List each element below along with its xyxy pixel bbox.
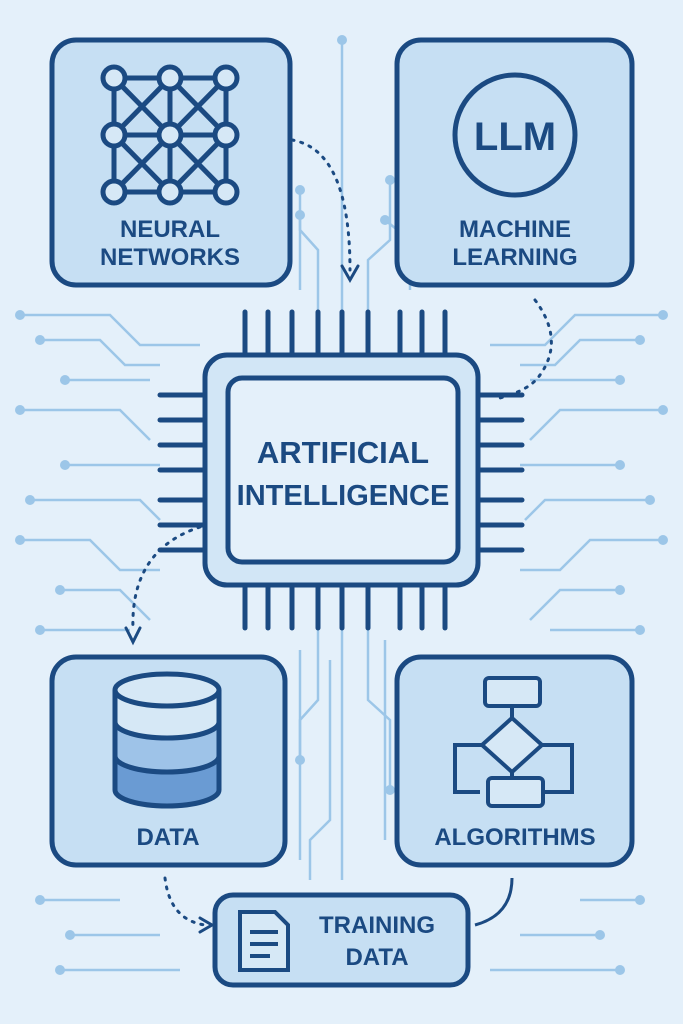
chip-pins [157,309,525,631]
circuit-trace [40,338,160,367]
llm-badge-icon [452,72,578,198]
arrow-ai-to-data [131,525,202,632]
circuit-trace [529,588,620,621]
circuit-node-dot [35,625,45,635]
circuit-node-dot [385,785,395,795]
circuit-node-dot [25,495,35,505]
circuit-trace [298,190,320,310]
circuit-trace [366,630,392,790]
circuit-traces [15,35,668,975]
training-data-node[interactable]: TRAINING DATA [212,892,471,988]
circuit-node-dot [35,895,45,905]
circuit-node-dot [658,310,668,320]
neural-network-icon [100,64,240,206]
ai-label-line2: INTELLIGENCE [237,480,450,512]
arrowhead-icon [340,264,360,284]
circuit-trace [20,408,151,441]
circuit-trace [308,660,332,880]
circuit-node-dot [35,335,45,345]
machine-learning-node[interactable]: LLM MACHINE LEARNING [394,37,635,288]
circuit-node-dot [65,930,75,940]
database-icon [112,671,222,809]
circuit-trace [490,313,663,347]
llm-badge-text: LLM [474,115,556,159]
neural-label-line1: NEURAL [120,216,220,243]
ai-label-line1: ARTIFICIAL [257,435,429,470]
circuit-node-dot [295,185,305,195]
circuit-node-dot [615,375,625,385]
circuit-node-dot [645,495,655,505]
circuit-node-dot [55,965,65,975]
ai-chip-node[interactable]: ARTIFICIAL INTELLIGENCE [157,309,525,631]
circuit-node-dot [635,895,645,905]
circuit-trace [298,630,320,760]
arrow-algorithms-to-training [474,877,514,927]
circuit-trace [366,180,392,310]
document-icon [238,910,290,972]
circuit-trace [524,498,650,521]
circuit-node-dot [15,310,25,320]
circuit-trace [60,588,151,621]
arrowhead-icon [198,916,215,934]
circuit-trace [529,408,663,441]
circuit-trace [20,313,200,347]
training-label-line1: TRAINING [319,912,435,939]
circuit-node-dot [60,460,70,470]
arrow-ml-to-ai [498,298,553,400]
arrow-neural-to-ai [290,138,352,272]
algorithms-label: ALGORITHMS [434,824,595,851]
circuit-node-dot [615,965,625,975]
circuit-node-dot [615,585,625,595]
flowchart-icon [453,676,574,808]
circuit-node-dot [55,585,65,595]
ml-label-line1: MACHINE [459,216,571,243]
circuit-node-dot [60,375,70,385]
circuit-node-dot [658,405,668,415]
circuit-trace [20,538,160,572]
circuit-trace [520,538,663,572]
ml-label-line2: LEARNING [452,244,577,271]
circuit-node-dot [658,535,668,545]
arrowhead-icon [124,626,142,646]
arrow-data-to-training [163,876,207,927]
circuit-node-dot [595,930,605,940]
neural-networks-node[interactable]: NEURAL NETWORKS [49,37,293,288]
circuit-node-dot [15,535,25,545]
circuit-node-dot [385,175,395,185]
flow-arrows [124,138,553,934]
circuit-node-dot [295,755,305,765]
neural-label-line2: NETWORKS [100,244,240,271]
circuit-node-dot [635,335,645,345]
circuit-node-dot [615,460,625,470]
circuit-node-dot [295,210,305,220]
data-label: DATA [136,824,199,851]
data-node[interactable]: DATA [49,654,288,868]
training-label-line2: DATA [345,944,408,971]
circuit-node-dot [635,625,645,635]
circuit-node-dot [337,35,347,45]
circuit-trace [30,498,161,521]
circuit-node-dot [380,215,390,225]
algorithms-node[interactable]: ALGORITHMS [394,654,635,868]
circuit-node-dot [15,405,25,415]
circuit-trace [520,338,640,367]
